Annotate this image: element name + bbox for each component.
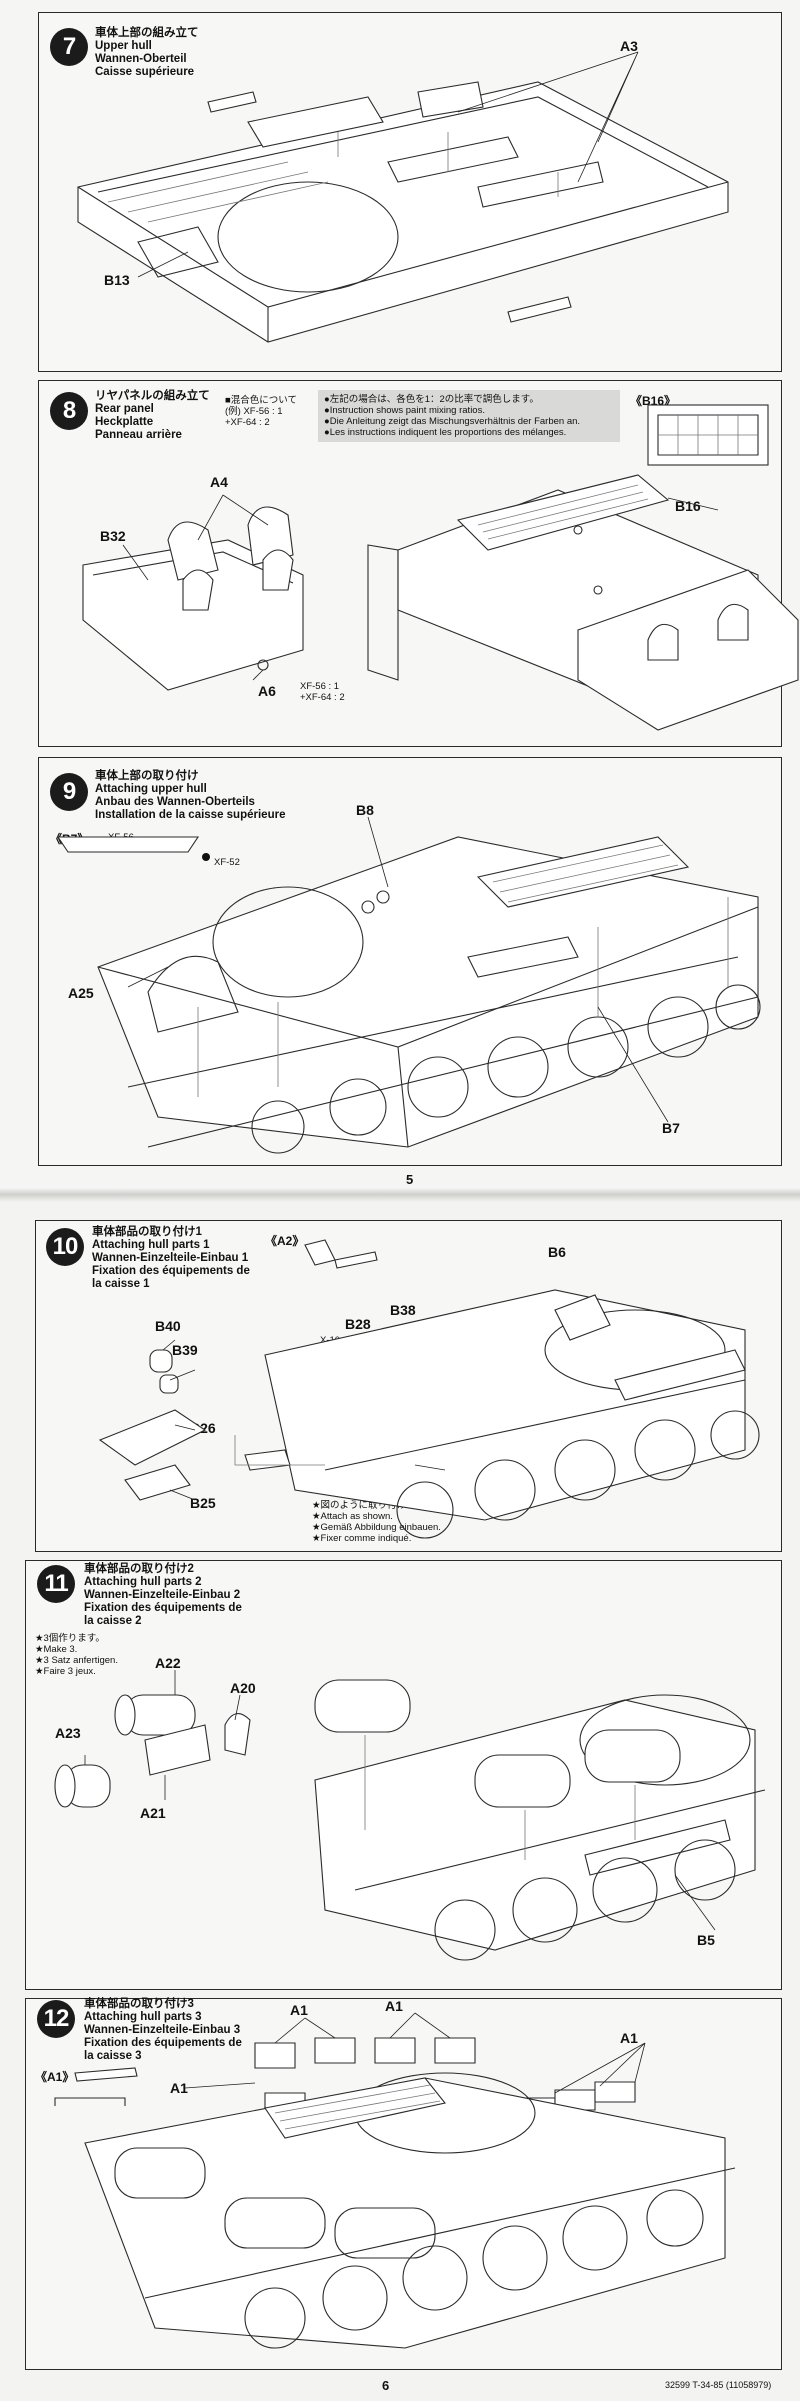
part-label-a6: A6 bbox=[258, 683, 276, 699]
step-7-number: 7 bbox=[50, 28, 88, 66]
part-label-a1-b: A1 bbox=[385, 1998, 403, 2014]
part-label-b5: B5 bbox=[697, 1932, 715, 1948]
step-9-number: 9 bbox=[50, 773, 88, 811]
page-number-5: 5 bbox=[406, 1172, 414, 1187]
inset-label-a1: 《A1》 bbox=[35, 2070, 75, 2084]
step-7-drawing bbox=[77, 51, 729, 343]
paint-mix-note: ●左記の場合は、各色を1：2の比率で調色します。●Instruction sho… bbox=[318, 390, 620, 442]
product-code-footer: 32599 T-34-85 (11058979) bbox=[665, 2380, 772, 2390]
part-label-a21: A21 bbox=[140, 1805, 166, 1821]
step-10-drawing bbox=[98, 1239, 760, 1539]
part-label-b32: B32 bbox=[100, 528, 126, 544]
part-label-a1-a: A1 bbox=[290, 2002, 308, 2018]
attach-as-shown-note: ★図のように取り付けます。★Attach as shown. ★Gemäß Ab… bbox=[312, 1500, 441, 1544]
step-8-number: 8 bbox=[50, 392, 88, 430]
b7-paint-xf52: XF-52 bbox=[214, 857, 240, 868]
step-8-drawing bbox=[82, 404, 799, 731]
step-11-number: 11 bbox=[37, 1565, 75, 1603]
part-label-a1-d: A1 bbox=[170, 2080, 188, 2096]
part-label-b40: B40 bbox=[155, 1318, 181, 1334]
part-label-a1-c: A1 bbox=[620, 2030, 638, 2046]
color-mix-legend: ■混合色について(例) XF-56 : 1 +XF-64 : 2 bbox=[225, 395, 297, 428]
part-label-b25: B25 bbox=[190, 1495, 216, 1511]
page-number-6: 6 bbox=[382, 2378, 390, 2393]
make-3-note: ★3個作ります。★Make 3. ★3 Satz anfertigen.★Fai… bbox=[35, 1633, 118, 1677]
step-12-number: 12 bbox=[37, 2000, 75, 2038]
part-label-b39: B39 bbox=[172, 1342, 198, 1358]
part-label-a4: A4 bbox=[210, 474, 228, 490]
part-label-b8: B8 bbox=[356, 802, 374, 818]
part-label-b13: B13 bbox=[104, 272, 130, 288]
part-label-b6: B6 bbox=[548, 1244, 566, 1260]
part-label-a20: A20 bbox=[230, 1680, 256, 1696]
page-gutter bbox=[0, 1188, 800, 1202]
part-label-b38: B38 bbox=[390, 1302, 416, 1318]
step-10-number: 10 bbox=[46, 1228, 84, 1266]
part-label-a23: A23 bbox=[55, 1725, 81, 1741]
inset-label-a2: 《A2》 bbox=[265, 1234, 305, 1248]
part-label-a25: A25 bbox=[68, 985, 94, 1001]
step-12-drawing bbox=[54, 2012, 736, 2349]
step-11-drawing bbox=[54, 1670, 766, 1961]
a6-paint-mix: XF-56 : 1+XF-64 : 2 bbox=[300, 681, 345, 703]
part-label-b16: B16 bbox=[675, 498, 701, 514]
part-label-b28: B28 bbox=[345, 1316, 371, 1332]
part-label-b7: B7 bbox=[662, 1120, 680, 1136]
part-label-a3: A3 bbox=[620, 38, 638, 54]
part-label-a22: A22 bbox=[155, 1655, 181, 1671]
step-9-drawing bbox=[56, 816, 761, 1154]
